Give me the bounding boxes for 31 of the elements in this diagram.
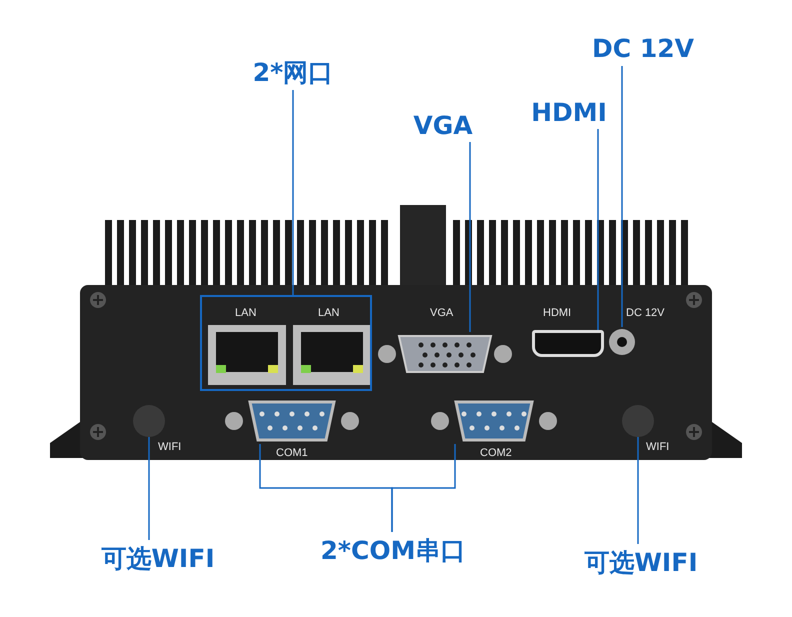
callout-label: 2*COM串口: [318, 532, 468, 568]
port-label: VGA: [430, 307, 454, 320]
callout-label: HDMI: [528, 95, 610, 129]
callout-label: DC 12V: [590, 30, 696, 66]
leader-line: [597, 129, 599, 330]
callout-label: VGA: [410, 108, 476, 142]
leader-line: [621, 66, 623, 327]
port-label: HDMI: [543, 307, 572, 320]
leader-line: [391, 444, 456, 532]
highlight-frame: [200, 295, 372, 391]
vga-port: [375, 332, 515, 376]
port-label: WIFI: [158, 441, 182, 454]
leader-line: [292, 90, 294, 295]
antenna-mount: [622, 405, 654, 437]
hdmi-port: [532, 330, 604, 357]
callout-label: 2*网口: [240, 54, 346, 90]
port-label: LAN: [318, 307, 340, 320]
port-label: COM1: [276, 447, 308, 460]
power-jack: [608, 327, 636, 357]
callout-label: 可选WIFI: [95, 540, 221, 576]
leader-line: [637, 437, 639, 544]
leader-line: [469, 142, 471, 332]
port-label: COM2: [480, 447, 512, 460]
serial-port: [428, 398, 560, 444]
port-label: WIFI: [646, 441, 670, 454]
port-label: DC 12V: [626, 307, 665, 320]
antenna-mount: [133, 405, 165, 437]
serial-port: [222, 398, 362, 444]
callout-label: 可选WIFI: [578, 544, 704, 580]
leader-line: [148, 437, 150, 540]
port-label: LAN: [235, 307, 256, 320]
